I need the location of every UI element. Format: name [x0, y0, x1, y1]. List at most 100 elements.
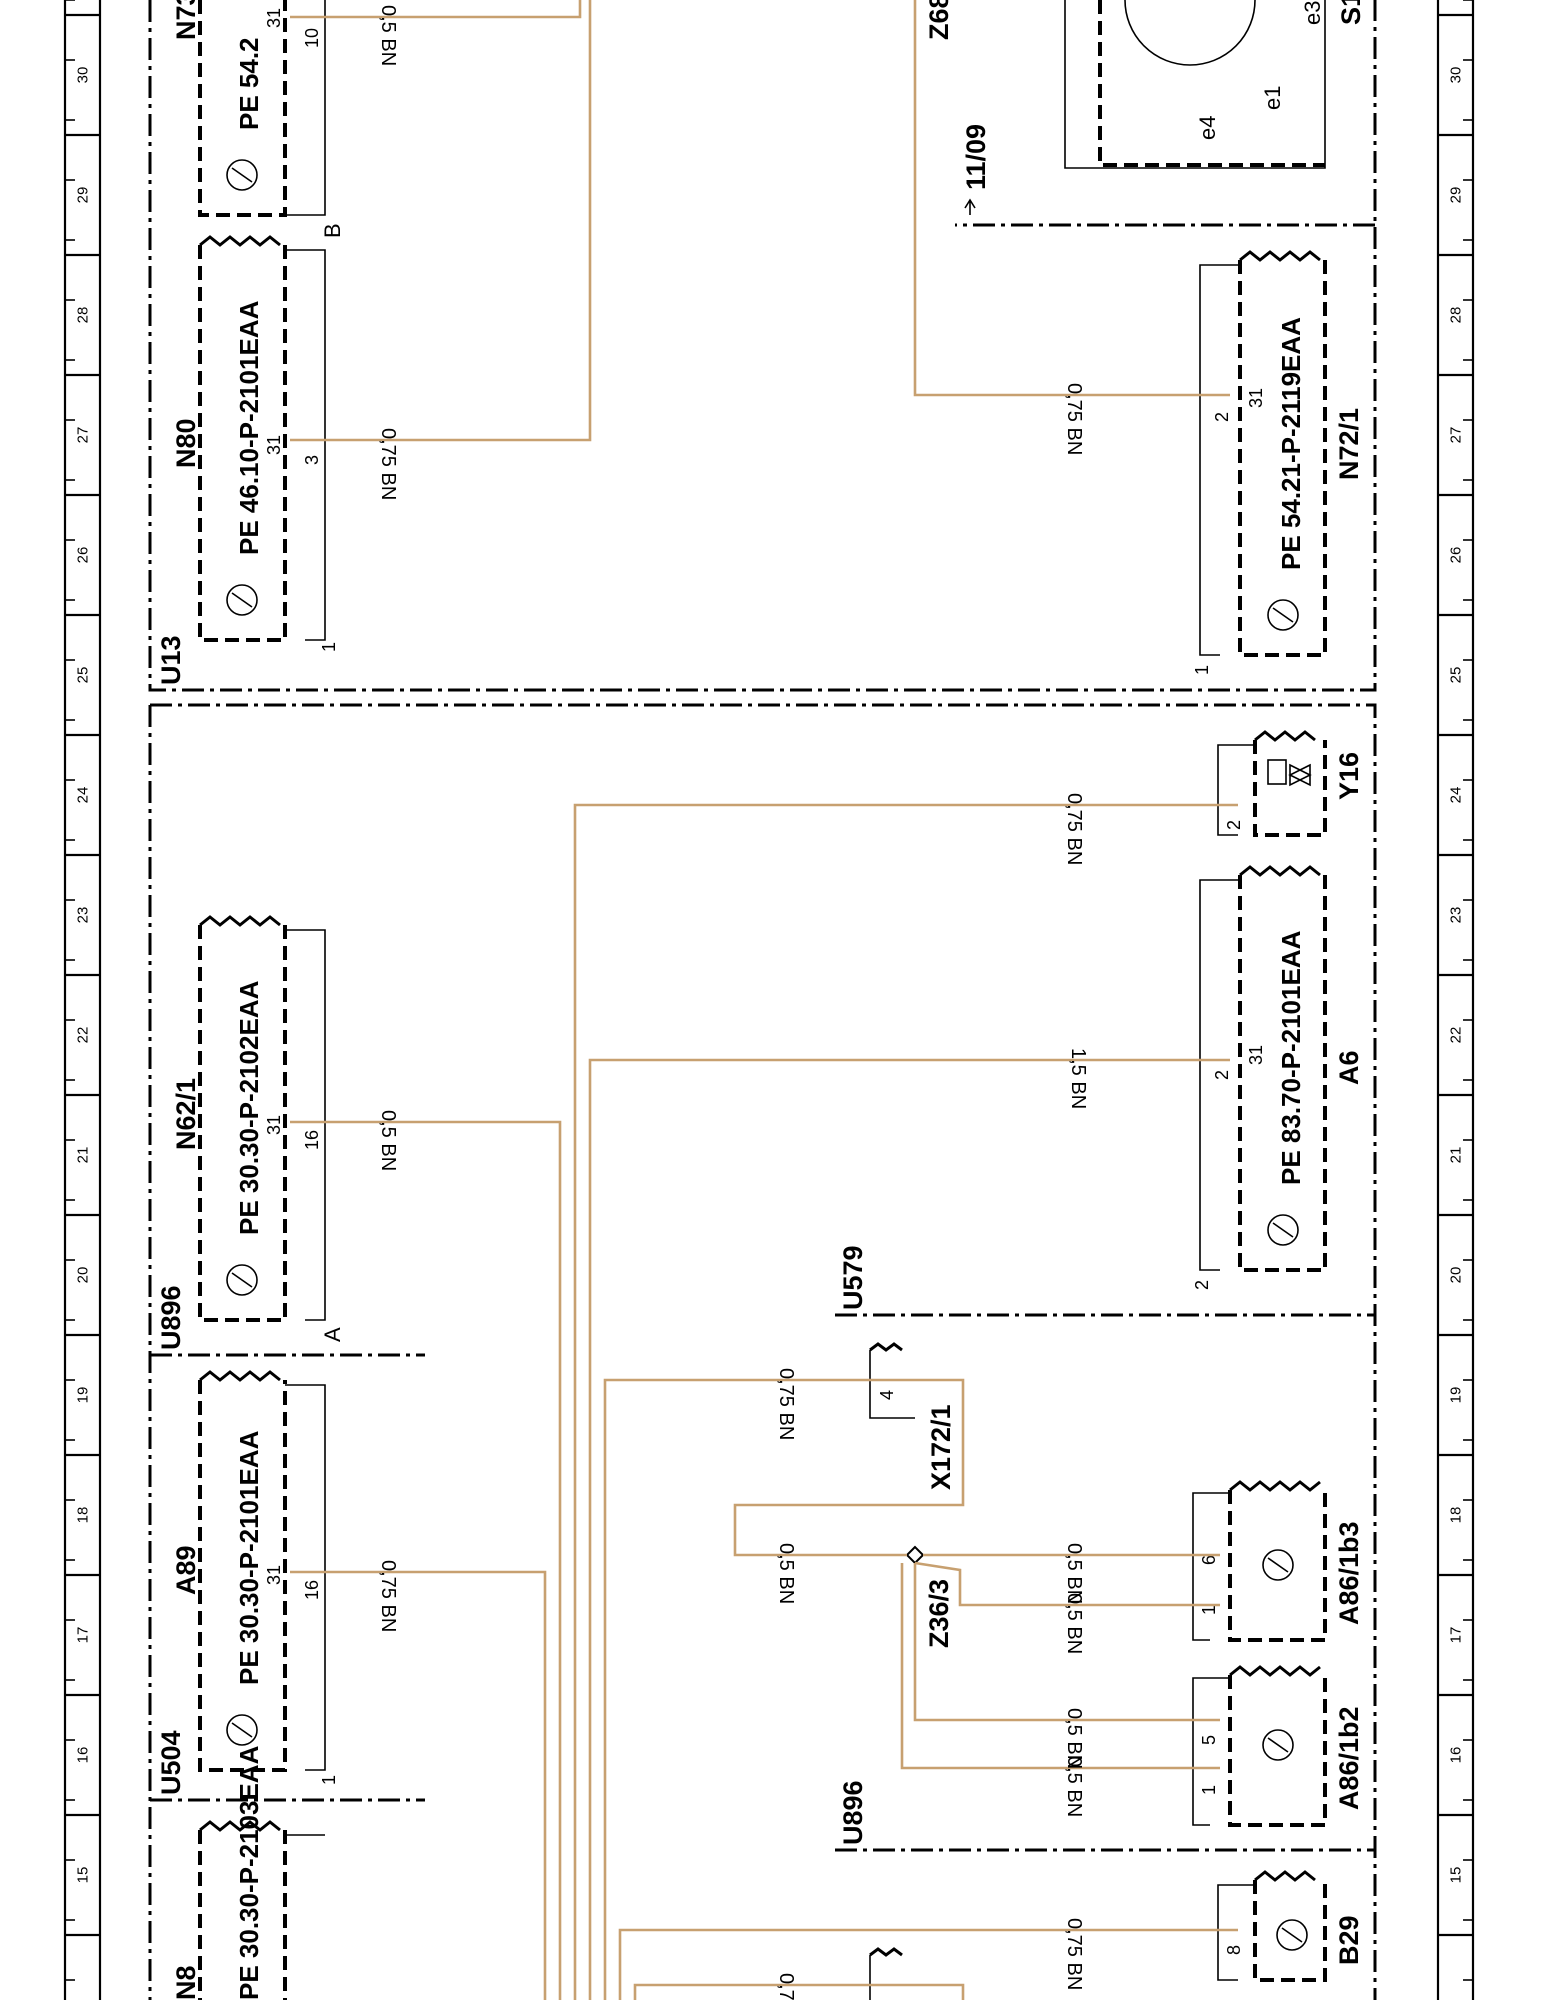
wire-label-n62-1: 0,5 BN — [377, 1110, 399, 1171]
grid-ruler-right — [1436, 0, 1475, 2000]
b29-name: B29 — [1334, 1915, 1364, 1965]
grid-number: 16 — [1448, 1747, 1465, 1764]
n80-ref: PE 46.10-P-2101EAA — [234, 300, 264, 555]
grid-number: 27 — [1448, 427, 1465, 444]
grid-number: 26 — [75, 547, 92, 564]
connector-x172-1: X172/1 4 — [869, 1342, 956, 1490]
a6-ref: PE 83.70-P-2101EAA — [1276, 930, 1306, 1185]
module-n62-1: PE 30.30-P-2102EAA N62/1 31 16 A — [171, 915, 345, 1342]
n73-ref: PE 54.2 — [234, 37, 264, 130]
zone-label-u896-top: U896 — [156, 1285, 186, 1350]
zone-label-u13: U13 — [156, 635, 186, 685]
wire-label-a89: 0,75 BN — [377, 1560, 399, 1632]
grid-number: 21 — [75, 1147, 92, 1164]
wire-labels: 0,5 BN 0,75 BN 0,75 BN 0,75 BN 1,5 BN 0,… — [377, 5, 1089, 2000]
z68-ref: 11/09 — [961, 124, 991, 190]
n73-sig-b: B — [320, 223, 345, 238]
grid-number: 18 — [75, 1507, 92, 1524]
wire-label-b29: 0,75 BN — [1063, 1918, 1085, 1990]
a86-1b2-pin1: 1 — [1199, 1785, 1219, 1795]
a6-pin: 2 — [1212, 1070, 1232, 1080]
grid-ruler-left — [63, 0, 102, 2000]
n62-1-sig-a: A — [320, 1327, 345, 1342]
a89-ref: PE 30.30-P-2101EAA — [234, 1430, 264, 1685]
grid-number: 18 — [1448, 1507, 1465, 1524]
grid-number: 15 — [1448, 1867, 1465, 1884]
a86-1b2-name: A86/1b2 — [1334, 1706, 1364, 1810]
grid-number: 27 — [75, 427, 92, 444]
a89-pin31: 31 — [264, 1565, 284, 1585]
wire-label-n80: 0,75 BN — [377, 428, 399, 500]
a86-1b3-pin1: 1 — [1199, 1605, 1219, 1615]
module-n73: PE 54.2 N73 31 10 B — [171, 0, 345, 238]
n73-name: N73 — [171, 0, 201, 40]
zone-label-u579: U579 — [838, 1245, 868, 1310]
grid-number: 23 — [1448, 907, 1465, 924]
n62-1-name: N62/1 — [171, 1078, 201, 1150]
splice-z36-3: Z36/3 — [905, 1545, 954, 1648]
a6-name: A6 — [1334, 1050, 1364, 1085]
n80-pin31: 31 — [264, 435, 284, 455]
n72-1-pin1: 1 — [1192, 665, 1212, 675]
n73-pin31: 31 — [264, 8, 284, 28]
n62-1-ref: PE 30.30-P-2102EAA — [234, 980, 264, 1235]
grid-number: 28 — [75, 307, 92, 324]
wire-label-z36-3: 0,5 BN — [775, 1543, 797, 1604]
s1-e1: e1 — [1260, 86, 1285, 110]
z68-name: Z68 — [924, 0, 954, 40]
y16-pin: 2 — [1224, 820, 1244, 830]
a86-1b3-pin6: 6 — [1199, 1555, 1219, 1565]
n72-1-pin: 2 — [1212, 412, 1232, 422]
n72-1-pin31: 31 — [1246, 388, 1266, 408]
module-a6: PE 83.70-P-2101EAA A6 31 2 2 — [1192, 865, 1364, 1290]
wire-label-a86-1b2-1: 0,5 BN — [1063, 1756, 1085, 1817]
grid-number: 22 — [1448, 1027, 1465, 1044]
n80-name: N80 — [171, 418, 201, 468]
grid-number: 22 — [75, 1027, 92, 1044]
grid-number: 25 — [75, 667, 92, 684]
a89-pin1: 1 — [319, 1775, 339, 1785]
grid-number: 25 — [1448, 667, 1465, 684]
connector-bottom — [869, 1947, 903, 2000]
wire-label-bottom: 0,75 BN — [775, 1973, 797, 2000]
grid-number: 30 — [75, 67, 92, 84]
n8-ref: PE 30.30-P-2103EAA — [234, 1745, 264, 2000]
module-n72-1: PE 54.21-P-2119EAA N72/1 31 2 1 — [1192, 250, 1364, 675]
module-b29: B29 8 — [1217, 1870, 1364, 1982]
a6-pin2: 2 — [1192, 1280, 1212, 1290]
switch-s1: S1 e4 e1 e3 — [1064, 0, 1366, 169]
a89-name: A89 — [171, 1545, 201, 1595]
wires — [290, 0, 1238, 2000]
a86-1b2-pin5: 5 — [1199, 1735, 1219, 1745]
n62-1-pin31: 31 — [264, 1115, 284, 1135]
n8-name: N8 — [171, 1965, 201, 2000]
x172-1-name: X172/1 — [926, 1404, 956, 1490]
grid-number: 19 — [1448, 1387, 1465, 1404]
module-n8: PE 30.30-P-2103EAA N8 — [171, 1745, 325, 2000]
grid-number: 20 — [75, 1267, 92, 1284]
a86-1b3-name: A86/1b3 — [1334, 1521, 1364, 1625]
n72-1-name: N72/1 — [1334, 408, 1364, 480]
grid-number: 19 — [75, 1387, 92, 1404]
grid-number: 23 — [75, 907, 92, 924]
wire-label-n73: 0,5 BN — [377, 5, 399, 66]
module-a86-1b3: A86/1b3 6 1 — [1192, 1480, 1364, 1642]
grid-number: 15 — [75, 1867, 92, 1884]
grid-number: 29 — [75, 187, 92, 204]
module-a86-1b2: A86/1b2 5 1 — [1192, 1665, 1364, 1827]
a6-pin31: 31 — [1246, 1045, 1266, 1065]
s1-e4: e4 — [1195, 116, 1220, 140]
grid-number: 21 — [1448, 1147, 1465, 1164]
ref-z68: Z68 11/09 — [924, 0, 991, 215]
wire-label-x172-1: 0,75 BN — [775, 1368, 797, 1440]
grid-number: 17 — [75, 1627, 92, 1644]
n62-1-pin: 16 — [302, 1130, 322, 1150]
b29-pin: 8 — [1224, 1945, 1244, 1955]
grid-number: 30 — [1448, 67, 1465, 84]
s1-e3: e3 — [1300, 1, 1325, 25]
grid-number: 24 — [1448, 787, 1465, 804]
zone-boundaries — [148, 0, 1377, 2000]
wire-label-a86-1b3-6: 0,5 BN — [1063, 1543, 1085, 1604]
grid-number: 28 — [1448, 307, 1465, 324]
